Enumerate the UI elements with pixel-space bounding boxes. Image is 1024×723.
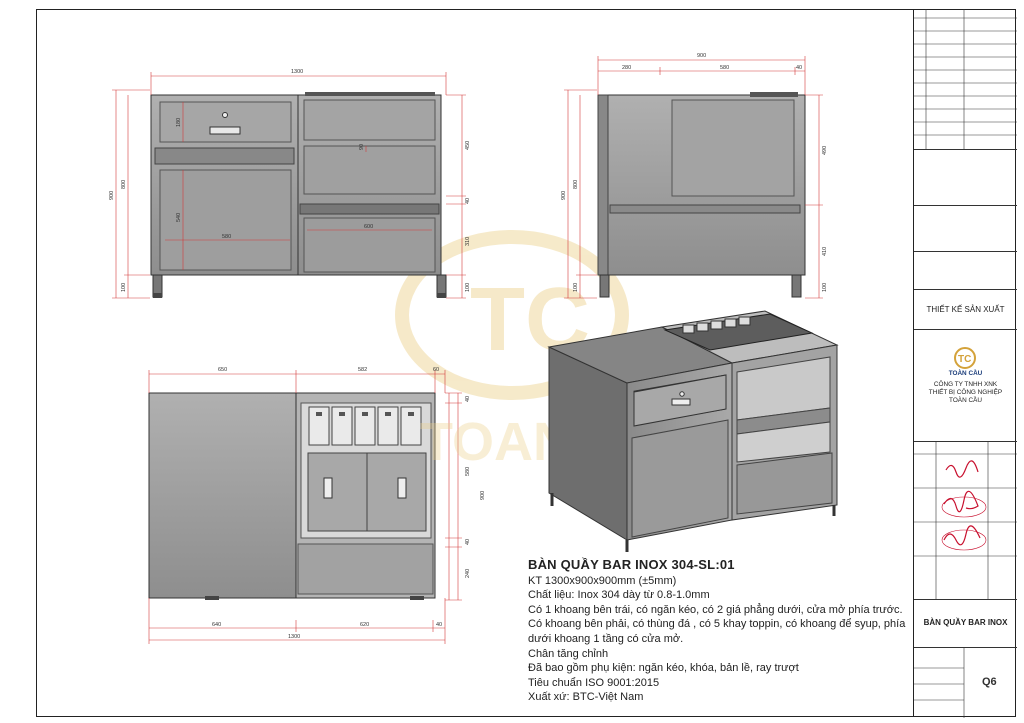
title-block: THIẾT KẾ SẢN XUẤT TC TOÀN CẦU CÔNG TY TN… — [913, 9, 1017, 718]
tb-row-project — [914, 251, 1017, 289]
desc-line-standard: Tiêu chuẩn ISO 9001:2015 — [528, 676, 660, 689]
signature-grid — [914, 442, 1017, 600]
rear-view: 650 582 60 40 580 900 40 240 640 620 40 … — [148, 367, 486, 644]
front-view: 1300 900 800 100 180 540 580 600 90 450 … — [109, 69, 471, 299]
svg-text:TC: TC — [958, 354, 971, 365]
dim-rear-650: 650 — [218, 367, 227, 373]
tb-row-company: TC TOÀN CẦU CÔNG TY TNHH XNK THIẾT BỊ CÔ… — [914, 329, 1017, 441]
dim-front-600: 600 — [364, 224, 373, 230]
signature-stamps — [941, 460, 987, 551]
dim-rear-40a: 40 — [465, 396, 471, 402]
dim-rear-640: 640 — [212, 622, 221, 628]
company-logo-icon: TC — [954, 347, 976, 369]
desc-line-accessories: Đã bao gồm phụ kiện: ngăn kéo, khóa, bản… — [528, 662, 799, 675]
dim-rear-40b: 40 — [465, 539, 471, 545]
dim-side-h100b: 100 — [822, 283, 828, 292]
dim-side-580: 580 — [720, 65, 729, 71]
tb-row-representative — [914, 205, 1017, 251]
desc-line-material: Chất liệu: Inox 304 dày từ 0.8-1.0mm — [528, 589, 710, 602]
design-label: THIẾT KẾ SẢN XUẤT — [926, 305, 1005, 314]
desc-line-size: KT 1300x900x900mm (±5mm) — [528, 574, 677, 587]
company-line-2: THIẾT BỊ CÔNG NGHIỆP — [928, 389, 1003, 396]
company-line-1: CÔNG TY TNHH XNK — [933, 381, 998, 388]
sheet-code: Q6 — [982, 676, 997, 688]
dim-front-180: 180 — [176, 118, 182, 127]
sheet-border — [36, 9, 1016, 717]
dim-front-90: 90 — [359, 144, 365, 150]
dim-rear-580: 580 — [465, 467, 471, 476]
desc-line-feet: Chân tăng chỉnh — [528, 647, 609, 660]
dim-side-900: 900 — [697, 53, 706, 59]
desc-line-right-compartment: Có khoang bên phải, có thùng đá , có 5 k… — [528, 618, 906, 645]
dim-side-h490: 490 — [822, 146, 828, 155]
tb-row-owner — [914, 149, 1017, 205]
dim-rear-900: 900 — [480, 491, 486, 500]
dim-side-h800: 800 — [573, 180, 579, 189]
dim-rear-1300: 1300 — [288, 634, 300, 640]
tb-row-drawing-name: BÀN QUẦY BAR INOX — [914, 599, 1017, 647]
company-line-3: TOÀN CẦU — [949, 397, 982, 404]
sheet-grid — [914, 648, 965, 718]
dim-front-leg-right: 100 — [465, 283, 471, 292]
product-description: BÀN QUẦY BAR INOX 304-SL:01 KT 1300x900x… — [528, 557, 918, 705]
dim-front-width: 1300 — [291, 69, 303, 75]
desc-line-left-compartment: Có 1 khoang bên trái, có ngăn kéo, có 2 … — [528, 603, 903, 616]
dim-front-310: 310 — [465, 237, 471, 246]
dim-rear-60: 60 — [433, 367, 439, 373]
desc-line-origin: Xuất xứ: BTC-Việt Nam — [528, 691, 644, 704]
dim-side-h900: 900 — [561, 191, 567, 200]
dim-rear-582: 582 — [358, 367, 367, 373]
dim-rear-40c: 40 — [436, 622, 442, 628]
dim-side-h410: 410 — [822, 247, 828, 256]
dim-front-540: 540 — [176, 213, 182, 222]
dim-rear-620: 620 — [360, 622, 369, 628]
product-title: BÀN QUẦY BAR INOX 304-SL:01 — [528, 557, 735, 572]
revision-grid — [914, 9, 1017, 149]
dim-side-h100: 100 — [573, 283, 579, 292]
dim-side-40: 40 — [796, 65, 802, 71]
dim-front-900: 900 — [109, 191, 115, 200]
logo-text: TOÀN CẦU — [948, 370, 983, 377]
isometric-view — [547, 310, 839, 552]
dim-rear-240: 240 — [465, 569, 471, 578]
tb-row-sheet: Q6 — [914, 647, 1017, 718]
dim-front-800: 800 — [121, 180, 127, 189]
drawing-product-name: BÀN QUẦY BAR INOX — [923, 618, 1008, 627]
dim-front-100: 100 — [121, 283, 127, 292]
dim-side-280: 280 — [622, 65, 631, 71]
topping-trays — [308, 406, 422, 446]
tb-row-design: THIẾT KẾ SẢN XUẤT — [914, 289, 1017, 329]
side-view: 900 280 580 40 900 800 100 490 410 100 — [561, 53, 828, 299]
dim-front-450: 450 — [465, 141, 471, 150]
tb-row-signatures — [914, 441, 1017, 600]
iso-topping-trays — [682, 316, 751, 334]
dim-front-580: 580 — [222, 234, 231, 240]
dim-front-40: 40 — [465, 198, 471, 204]
